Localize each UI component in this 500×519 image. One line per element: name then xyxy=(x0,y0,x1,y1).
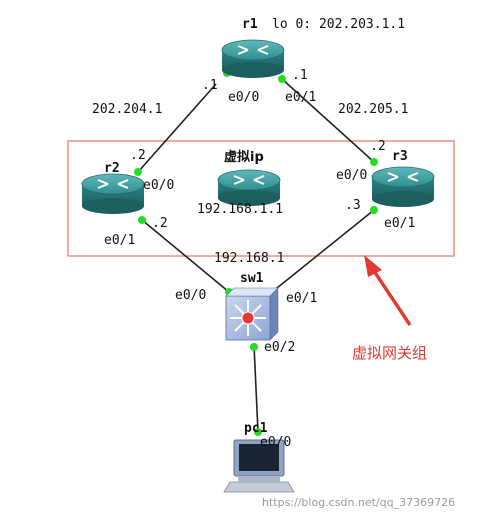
port-dot xyxy=(138,216,146,224)
label-net-192-168: 192.168.1 xyxy=(214,251,284,266)
label-r3-e01-port: e0/1 xyxy=(384,216,415,231)
label-r2-e00-port: e0/0 xyxy=(143,178,174,193)
port-dot xyxy=(278,75,286,83)
port-dot xyxy=(250,343,258,351)
label-net-202-204: 202.204.1 xyxy=(92,102,162,117)
label-net-202-205: 202.205.1 xyxy=(338,102,408,117)
arrow-icon xyxy=(364,255,412,326)
router-r2-icon[interactable] xyxy=(81,173,145,214)
label-virtual-name: 虚拟ip xyxy=(224,149,264,165)
label-r3-e00-host: .2 xyxy=(370,139,386,154)
label-r3-name: r3 xyxy=(392,149,408,164)
link-r1-r2 xyxy=(137,83,217,173)
label-r1-name: r1 xyxy=(242,17,258,32)
label-r2-e01-port: e0/1 xyxy=(104,233,135,248)
link-r3-sw1 xyxy=(271,209,375,293)
label-pc1-port: e0/0 xyxy=(260,435,291,450)
label-r1-e01-port: e0/1 xyxy=(285,90,316,105)
links xyxy=(137,78,375,433)
label-sw1-e01-port: e0/1 xyxy=(286,291,317,306)
switch-sw1-icon[interactable] xyxy=(225,287,279,341)
label-r1-e00-host: .1 xyxy=(202,78,218,93)
link-sw1-pc1 xyxy=(253,344,259,433)
port-dot xyxy=(370,158,378,166)
port-dot xyxy=(134,168,142,176)
label-sw1-e02-port: e0/2 xyxy=(264,340,295,355)
port-dots xyxy=(134,69,378,436)
virtual-gateway-group-box xyxy=(67,140,455,257)
link-r2-sw1 xyxy=(141,219,230,293)
pc-pc1-icon[interactable] xyxy=(223,439,295,493)
label-pc1-name: pc1 xyxy=(244,421,268,436)
label-r3-e00-port: e0/0 xyxy=(336,168,367,183)
label-r1-e01-host: .1 xyxy=(292,68,308,83)
port-dot xyxy=(254,428,262,436)
label-r2-e00-host: .2 xyxy=(130,148,146,163)
label-r2-e01-host: .2 xyxy=(152,216,168,231)
router-virtual-icon xyxy=(217,169,281,206)
label-virtual-gateway-group: 虚拟网关组 xyxy=(352,344,427,362)
router-r3-icon[interactable] xyxy=(371,166,435,207)
router-r1-icon[interactable] xyxy=(221,39,285,78)
label-sw1-name: sw1 xyxy=(240,271,264,286)
label-sw1-e00-port: e0/0 xyxy=(175,288,206,303)
label-r1-e00-port: e0/0 xyxy=(228,90,259,105)
label-r2-name: r2 xyxy=(104,161,120,176)
port-dot xyxy=(370,206,378,214)
label-r3-e01-host: .3 xyxy=(345,198,361,213)
label-r1-loopback: lo 0: 202.203.1.1 xyxy=(272,17,405,32)
label-virtual-ip: 192.168.1.1 xyxy=(197,202,283,217)
link-r1-r3 xyxy=(281,78,375,163)
watermark: https://blog.csdn.net/qq_37369726 xyxy=(262,496,455,509)
